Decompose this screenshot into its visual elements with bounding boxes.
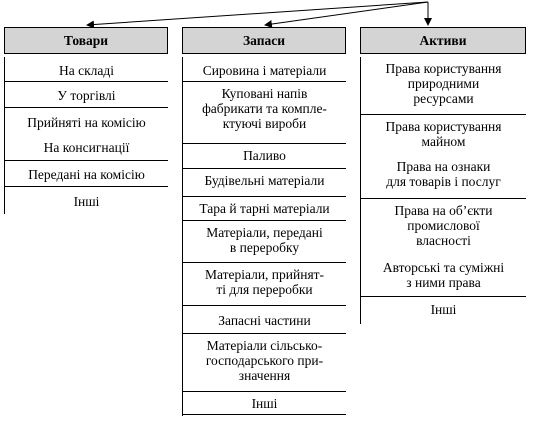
list-item: Паливо [243,148,286,163]
divider [183,305,346,306]
list-item: Права користування природними ресурсами [385,61,502,106]
list-item: Інші [73,194,100,209]
column-aktyvy: Активи Права користування природними рес… [360,27,526,324]
column-body: Сировина і матеріали Куповані напів фабр… [182,57,346,416]
column-body: Права користування природними ресурсами … [360,57,526,324]
list-item: Матеріали сільсько- господарського при- … [205,338,324,383]
divider [183,333,346,334]
column-header: Активи [360,27,526,54]
divider [5,160,168,161]
divider [183,168,346,169]
list-item: Тара й тарні матеріали [199,201,330,216]
divider [5,107,168,108]
list-item: На консигнації [43,140,130,155]
column-header: Запаси [182,27,346,54]
divider [361,114,526,115]
divider [361,198,526,199]
divider [183,81,346,82]
arrow-to-zapasy [264,1,429,28]
list-item: Інші [430,302,457,317]
column-body: На складі У торгівлі Прийняті на комісію… [4,57,168,214]
list-item: У торгівлі [57,88,116,103]
list-item: Права на ознаки для товарів і послуг [386,159,501,189]
list-item: Куповані напів фабрикати та компле- ктую… [202,86,327,131]
list-item: Будівельні матеріали [204,173,325,188]
divider [183,391,346,392]
divider [5,81,168,82]
list-item: Авторські та суміжні з ними права [382,260,505,290]
column-zapasy: Запаси Сировина і матеріали Куповані нап… [182,27,346,416]
divider [361,296,526,297]
list-item: Передані на комісію [28,167,145,182]
divider [183,262,346,263]
arrow-to-tovary [86,1,429,29]
divider [183,196,346,197]
list-item: Права користування майном [385,119,502,149]
list-item: Запасні частини [218,313,311,328]
divider [183,414,346,415]
list-item: Матеріали, передані в переробку [206,225,323,255]
list-item: Права на об’єкти промислової власності [394,203,493,248]
divider [5,186,168,187]
column-header: Товари [4,27,168,54]
list-item: Матеріали, прийнят- ті для переробки [204,267,325,297]
list-item: Сировина і матеріали [202,63,327,78]
list-item: Прийняті на комісію [27,115,146,130]
list-item: На складі [58,63,114,78]
divider [183,220,346,221]
list-item: Інші [251,396,278,411]
column-tovary: Товари На складі У торгівлі Прийняті на … [4,27,168,214]
divider [183,143,346,144]
